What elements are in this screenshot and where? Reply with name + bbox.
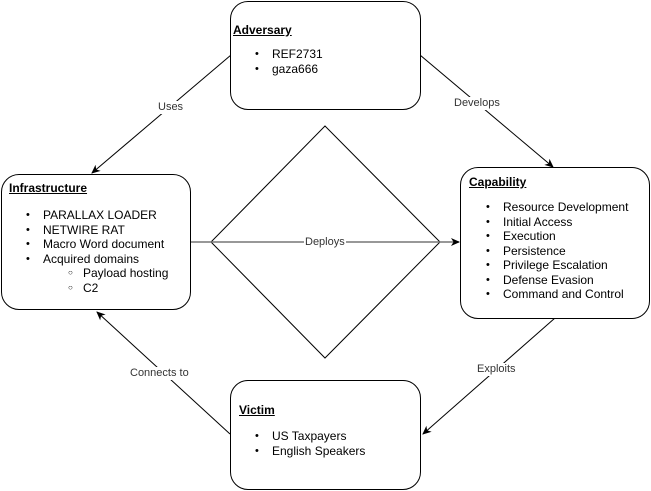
edge-uses: [91, 54, 232, 174]
list-item: Command and Control: [486, 287, 628, 302]
capability-title: Capability: [469, 175, 527, 189]
infrastructure-list: PARALLAX LOADER NETWIRE RAT Macro Word d…: [26, 208, 168, 296]
list-item: Privilege Escalation: [486, 258, 628, 273]
adversary-list: REF2731 gaza666: [255, 47, 323, 77]
list-item: US Taxpayers: [255, 429, 365, 444]
sub-list-item: C2: [68, 281, 168, 296]
list-item: Defense Evasion: [486, 273, 628, 288]
central-diamond: [210, 125, 441, 359]
infrastructure-title: Infrastructure: [9, 181, 88, 195]
edge-label-deploys: Deploys: [304, 236, 346, 249]
list-item: Resource Development: [486, 200, 628, 215]
edge-develops: [419, 54, 554, 168]
list-item: PARALLAX LOADER: [26, 208, 168, 223]
list-item: English Speakers: [255, 444, 365, 459]
infrastructure-node[interactable]: Infrastructure PARALLAX LOADER NETWIRE R…: [1, 174, 191, 310]
list-item: Macro Word document: [26, 237, 168, 252]
edge-label-connects-to: Connects to: [129, 367, 190, 380]
victim-list: US Taxpayers English Speakers: [255, 429, 365, 459]
list-item: gaza666: [255, 62, 323, 77]
edge-label-uses: Uses: [157, 101, 185, 114]
edge-label-exploits: Exploits: [476, 363, 517, 376]
list-item: Initial Access: [486, 215, 628, 230]
list-item: NETWIRE RAT: [26, 223, 168, 238]
capability-node[interactable]: Capability Resource Development Initial …: [460, 167, 650, 319]
sub-list-item: Payload hosting: [68, 266, 168, 281]
victim-title: Victim: [239, 403, 275, 417]
victim-node[interactable]: Victim US Taxpayers English Speakers: [230, 380, 421, 490]
list-item: Execution: [486, 229, 628, 244]
edge-exploits: [422, 317, 556, 435]
edge-label-develops: Develops: [453, 97, 501, 110]
adversary-node[interactable]: Adversary REF2731 gaza666: [230, 1, 421, 110]
list-item: REF2731: [255, 47, 323, 62]
capability-list: Resource Development Initial Access Exec…: [486, 200, 628, 302]
list-item: Acquired domains: [26, 252, 168, 267]
adversary-title: Adversary: [233, 23, 292, 37]
list-item: Persistence: [486, 244, 628, 259]
